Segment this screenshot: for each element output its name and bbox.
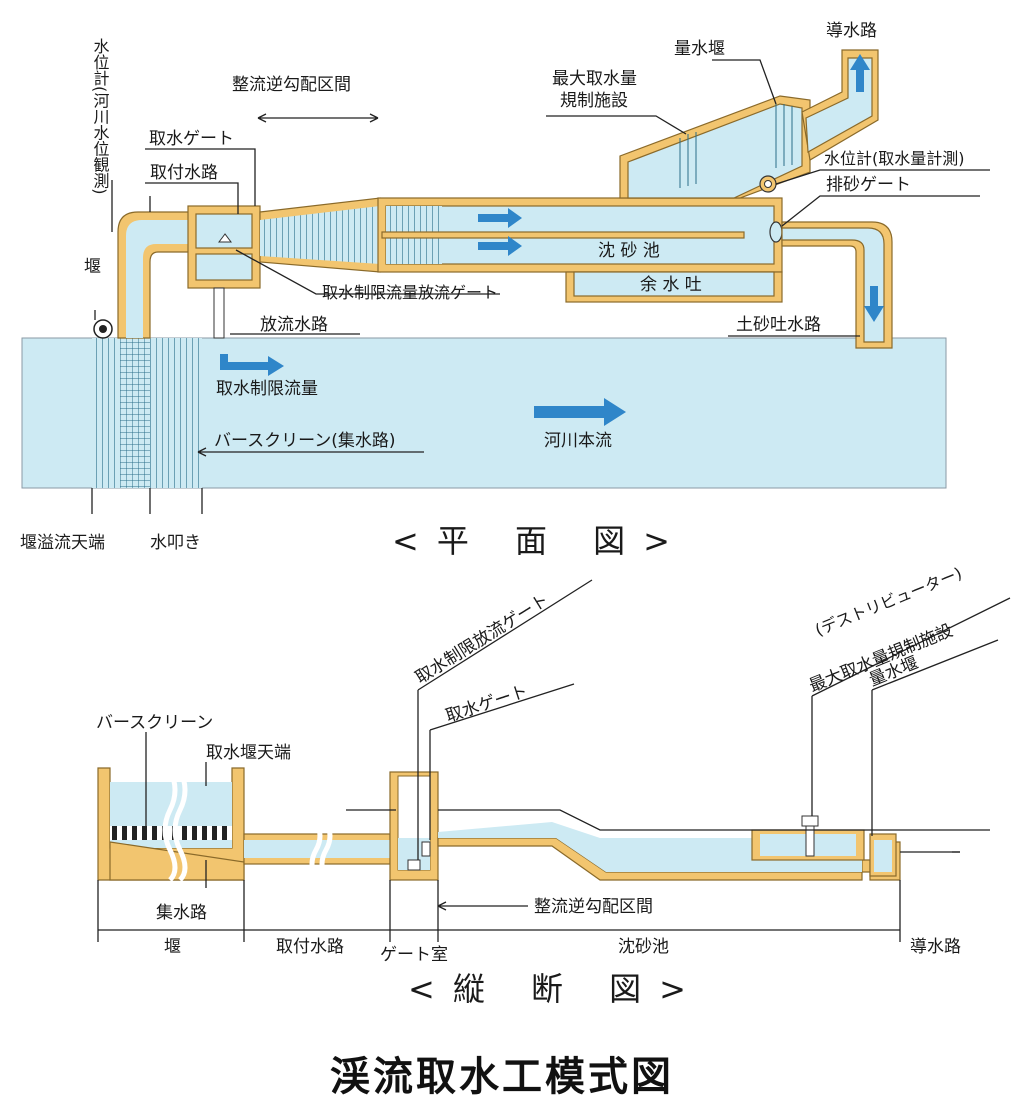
sediment-channel-label: 土砂吐水路 — [736, 315, 821, 335]
sand-gate-plan — [769, 221, 783, 243]
distributor-symbol — [801, 815, 819, 827]
water-level-gauge-intake-label: 水位計(取水量計測) — [824, 149, 965, 168]
plan-caption: <平 面 図> — [392, 522, 688, 560]
intake-gate-symbol — [421, 841, 431, 857]
headrace-arrow — [850, 54, 870, 92]
settling-basin-section-label: 沈砂池 — [618, 937, 669, 957]
measuring-weir-plan-label: 量水堰 — [674, 39, 725, 59]
limit-flow-gate-symbol — [407, 859, 421, 871]
water-level-gauge-river-label: 水位計(河川水位観測) — [91, 38, 110, 194]
sand-gate-label: 排砂ゲート — [826, 175, 911, 195]
bar-screen-plan — [120, 338, 150, 488]
apron-label: 水叩き — [150, 533, 201, 553]
weir-section-label: 堰 — [164, 937, 181, 957]
weir-crest-zone — [92, 338, 120, 488]
divider-wall — [381, 231, 745, 239]
basin-arrow-1 — [478, 208, 522, 228]
page-title: 渓流取水工模式図 — [330, 1054, 674, 1100]
basin-arrow-2 — [478, 236, 522, 256]
main-stream-arrow — [534, 398, 626, 426]
reverse-gradient-section-plan-label: 整流逆勾配区間 — [232, 75, 351, 95]
sediment-channel-water — [781, 227, 885, 343]
intake-weir-crest-label: 取水堰天端 — [206, 743, 291, 763]
limit-flow-arrow — [220, 354, 284, 376]
limit-flow-label: 取水制限流量 — [216, 379, 318, 399]
intake-gate-section-label: 取水ゲート — [443, 681, 530, 726]
bar-screen-section-label: バースクリーン — [96, 713, 213, 733]
max-intake-control-line1: 最大取水量 — [552, 69, 637, 89]
settling-basin-plan-label: 沈 砂 池 — [598, 241, 660, 261]
gate-symbol-plan — [218, 233, 232, 243]
bar-screen-plan-label: バースクリーン(集水路) — [214, 431, 396, 451]
max-intake-control-line2: 規制施設 — [560, 91, 628, 111]
collecting-channel-label: 集水路 — [156, 903, 207, 923]
main-stream-label: 河川本流 — [544, 431, 612, 451]
measuring-weir-stripes — [679, 104, 793, 188]
weir-plan-label: 堰 — [84, 257, 101, 277]
discharge-channel-plan — [213, 287, 225, 339]
approach-channel-plan-label: 取付水路 — [150, 163, 218, 183]
limit-flow-gate-section-label: 取水制限放流ゲート — [412, 590, 552, 688]
sediment-arrow — [864, 286, 884, 322]
plan-view: 整流逆勾配区間 取水ゲート 取付水路 堰 最大取水量 規制施設 量水堰 導水路 … — [20, 21, 990, 560]
reverse-gradient-section-label: 整流逆勾配区間 — [534, 897, 653, 917]
bar-screen-section — [110, 826, 232, 840]
limit-flow-gate-plan-label: 取水制限流量放流ゲート — [322, 283, 498, 302]
settling-basin-section-wall — [437, 837, 901, 881]
headrace-water — [805, 57, 873, 153]
apron-plan — [150, 338, 202, 488]
approach-channel-section-label: 取付水路 — [276, 937, 344, 957]
discharge-channel-plan-label: 放流水路 — [260, 315, 328, 335]
headrace-plan-label: 導水路 — [826, 21, 877, 41]
gate-box-inner-bottom — [195, 253, 253, 281]
gate-room-label: ゲート室 — [380, 945, 448, 965]
intake-gate-plan-label: 取水ゲート — [149, 129, 234, 149]
section-view: 取水制限放流ゲート 取水ゲート (デストリビューター) 最大取水量規制施設 量水… — [96, 563, 1011, 1008]
weir-crest-label: 堰溢流天端 — [20, 533, 105, 553]
approach-wave-break — [309, 820, 333, 880]
weir-wave-break — [162, 768, 188, 882]
spillway-water — [573, 271, 775, 297]
headrace-section-label: 導水路 — [910, 937, 961, 957]
section-caption: <縦 断 図> — [408, 970, 704, 1008]
transition-water — [260, 206, 380, 264]
spillway-plan-label: 余 水 吐 — [640, 275, 702, 295]
approach-channel-water — [126, 220, 190, 338]
gate-box-inner-top — [195, 213, 253, 249]
upper-structure-water — [627, 103, 803, 199]
